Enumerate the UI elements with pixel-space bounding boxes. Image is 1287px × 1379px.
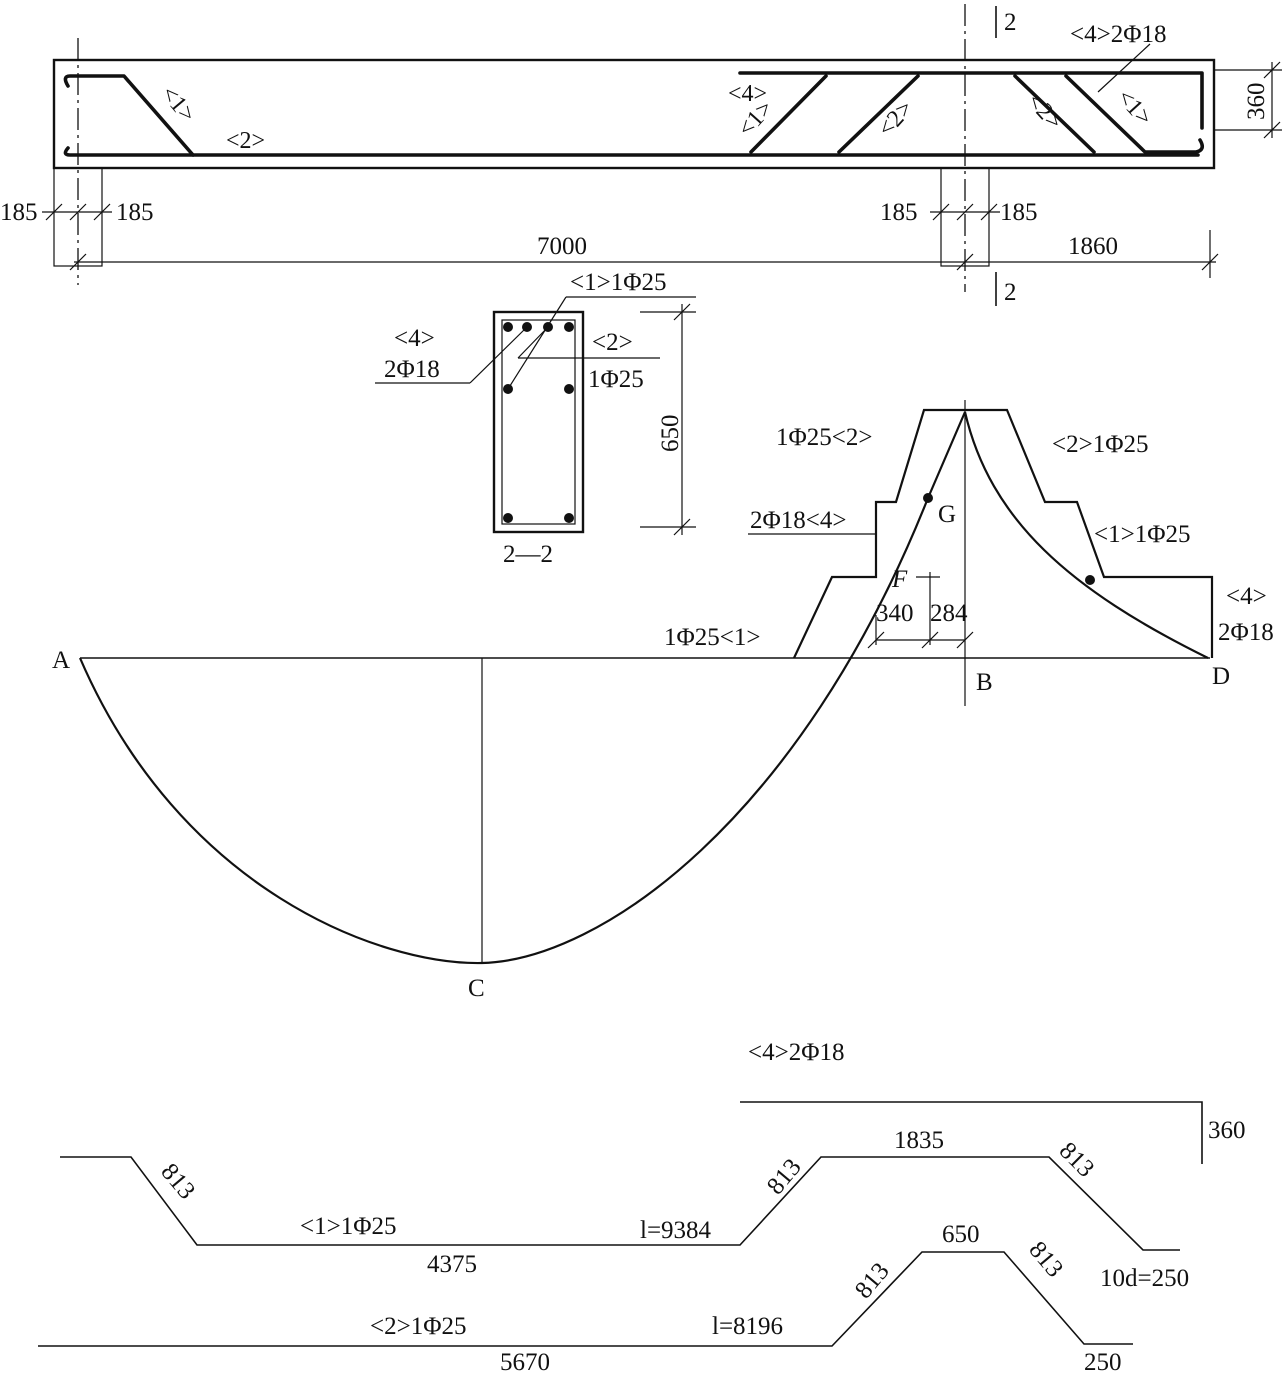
detail-bar-2-slope-down: 813	[1023, 1237, 1068, 1283]
detail-bar-2	[38, 1251, 1133, 1347]
label-bar-2-left: 1Φ25<2>	[776, 424, 872, 451]
detail-bar-1-slope-up: 813	[762, 1154, 807, 1200]
tag-bar-4-left: <4>	[728, 81, 767, 107]
dim-360: 360	[1243, 83, 1270, 121]
section-title: 2—2	[503, 541, 553, 568]
moment-curve-span	[78, 411, 967, 965]
bar-2-right-up	[837, 74, 920, 154]
detail-bar-4	[740, 1101, 1203, 1164]
bar-4-top	[738, 71, 1204, 130]
dim-650: 650	[657, 415, 684, 453]
section-bar-bottom-left	[503, 513, 513, 523]
beam-elevation: 2 2 <1> <2> <4> <1> <2> <2> <1> <4>2Φ18 …	[0, 4, 1282, 306]
detail-bar-2-bottom: 5670	[500, 1349, 550, 1374]
dim-284: 284	[930, 600, 968, 627]
detail-bar-2-tail: 250	[1084, 1349, 1122, 1374]
detail-bar-1	[60, 1156, 1180, 1251]
label-bar-4-right-tag: <4>	[1226, 583, 1267, 610]
section-bar-top-4	[564, 322, 574, 332]
moment-curve-cantilever	[963, 411, 1209, 659]
section-label-4-tag: <4>	[394, 325, 435, 352]
label-bar-4-top: <4>2Φ18	[1070, 21, 1166, 48]
detail-bar-2-top: 650	[942, 1221, 980, 1248]
label-bar-1-left: 1Φ25<1>	[664, 624, 760, 651]
section-bar-top-1	[503, 322, 513, 332]
label-D: D	[1212, 663, 1230, 690]
point-cutoff-right	[1085, 575, 1095, 585]
dim-1860: 1860	[1068, 233, 1118, 260]
bar-1-left-bend	[63, 74, 195, 157]
tag-bar-2-left: <2>	[226, 128, 265, 154]
label-F: F	[891, 566, 908, 593]
bar-1-right-down	[1064, 74, 1205, 154]
label-A: A	[52, 647, 70, 674]
beam-outline	[52, 58, 1216, 170]
section-stirrup	[501, 319, 576, 525]
label-G: G	[938, 501, 956, 528]
label-bar-1-right: <1>1Φ25	[1094, 521, 1190, 548]
resisting-moment-envelope	[793, 408, 1214, 659]
label-bar-2-right: <2>1Φ25	[1052, 431, 1148, 458]
leader-bar-4	[1097, 43, 1151, 93]
section-label-2-tag: <2>	[592, 329, 633, 356]
section-label-4-bars: 2Φ18	[384, 356, 440, 383]
section-label-2-bars: 1Φ25	[588, 366, 644, 393]
detail-bar-2-length: l=8196	[712, 1313, 783, 1340]
detail-bar-1-top: 1835	[894, 1127, 944, 1154]
detail-bar-4-hook: 360	[1208, 1117, 1246, 1144]
section-mark-bottom-label: 2	[1004, 279, 1017, 306]
detail-bar-1-label: <1>1Φ25	[300, 1213, 396, 1240]
label-bar-4-right-bars: 2Φ18	[1218, 619, 1274, 646]
detail-bar-1-anchor: 10d=250	[1100, 1265, 1189, 1292]
detail-bar-1-slope-down: 813	[1054, 1137, 1100, 1183]
section-bar-bottom-right	[564, 513, 574, 523]
section-outline	[492, 310, 585, 534]
moment-diagram: F 340 284 A B C D G 1Φ25<1> 2Φ18<4> 1Φ25…	[52, 400, 1274, 1002]
detail-bar-2-label: <2>1Φ25	[370, 1313, 466, 1340]
dim-7000: 7000	[537, 233, 587, 260]
tag-bar-2-right-down: <2>	[1022, 89, 1067, 135]
dim-185-b: 185	[116, 199, 154, 226]
bar-2-bottom	[63, 146, 1200, 157]
point-G	[923, 493, 933, 503]
section-label-1: <1>1Φ25	[570, 269, 666, 296]
bar-2-right-down	[1013, 74, 1096, 154]
detail-bar-4-label: <4>2Φ18	[748, 1039, 844, 1066]
detail-bar-1-bottom: 4375	[427, 1251, 477, 1278]
label-B: B	[976, 669, 993, 696]
label-C: C	[468, 975, 485, 1002]
label-bar-4-left: 2Φ18<4>	[750, 507, 846, 534]
dim-340: 340	[876, 600, 914, 627]
detail-bar-1-length: l=9384	[640, 1217, 712, 1244]
bar-details: <4>2Φ18 360 813 <1>1Φ25 4375 l=9384 813 …	[38, 1039, 1246, 1376]
tag-bar-2-right-up: <2>	[873, 96, 918, 142]
section-bar-side-right	[564, 384, 574, 394]
bar-1-right-up	[749, 74, 828, 154]
cross-section-2-2: <1>1Φ25 <4> 2Φ18 <2> 1Φ25 650 2—2	[375, 269, 696, 568]
dim-185-d: 185	[1000, 199, 1038, 226]
detail-bar-2-slope-up: 813	[850, 1258, 895, 1304]
dim-185-a: 185	[0, 199, 38, 226]
dim-185-c: 185	[880, 199, 918, 226]
section-mark-top-label: 2	[1004, 9, 1017, 36]
